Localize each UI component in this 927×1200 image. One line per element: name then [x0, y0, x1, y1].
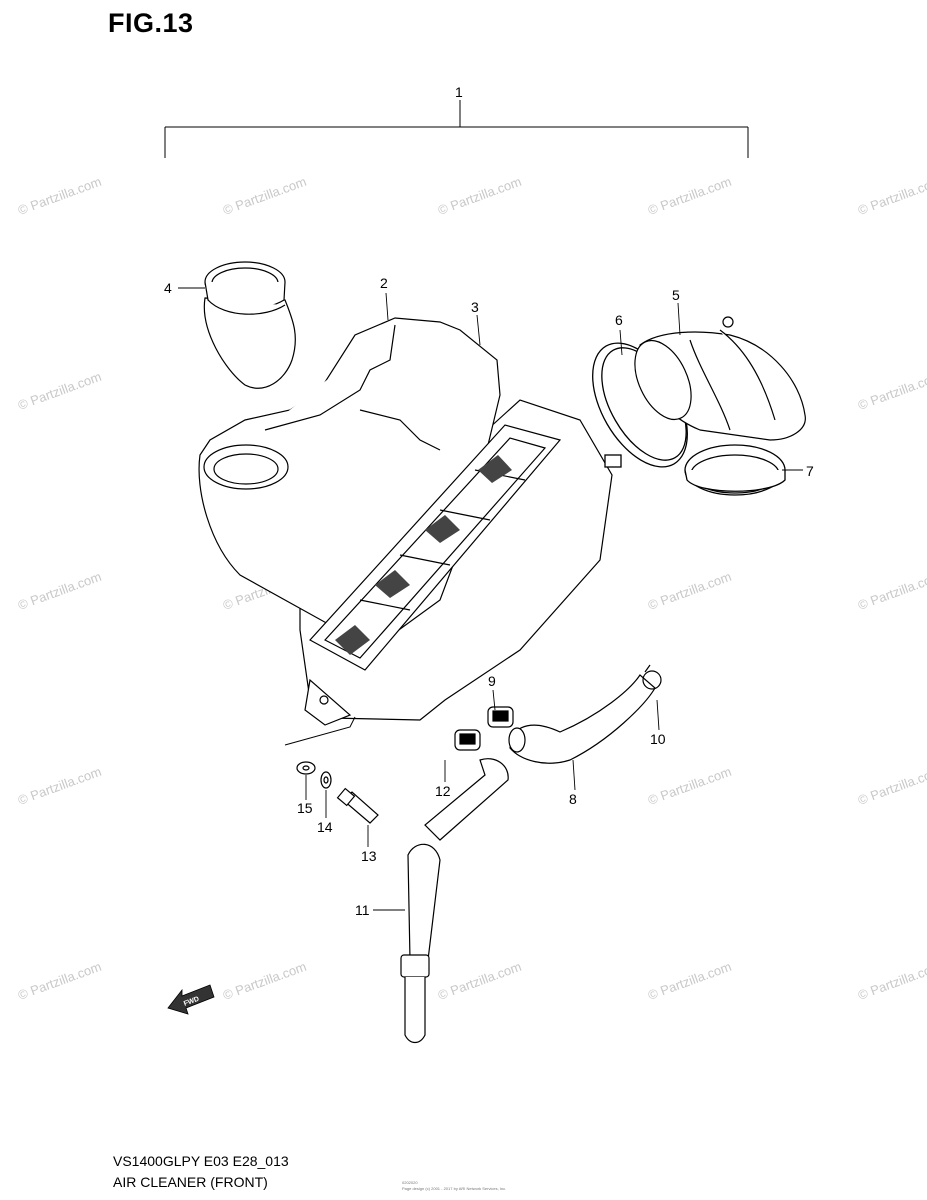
washer-part-15 [296, 761, 316, 775]
intake-duct-part-5 [634, 316, 806, 441]
callout-2: 2 [380, 275, 388, 291]
clamp-part-9 [487, 706, 514, 728]
watermark: © Partzilla.com [436, 174, 523, 218]
watermark: © Partzilla.com [856, 959, 927, 1003]
intake-funnel-part-4 [203, 261, 296, 389]
watermark: © Partzilla.com [856, 369, 927, 413]
watermark: © Partzilla.com [221, 959, 308, 1003]
copyright-notice: Page design (c) 2001 - 2017 by ARI Netwo… [402, 1186, 507, 1191]
callout-3: 3 [471, 299, 479, 315]
watermark: © Partzilla.com [16, 369, 103, 413]
watermark: © Partzilla.com [646, 959, 733, 1003]
assembly-bracket [164, 100, 749, 158]
callout-10: 10 [650, 731, 666, 747]
callout-1: 1 [455, 84, 463, 100]
watermark: © Partzilla.com [16, 569, 103, 613]
clip-part-10 [642, 664, 662, 690]
callout-6: 6 [615, 312, 623, 328]
watermark: © Partzilla.com [646, 174, 733, 218]
watermark: © Partzilla.com [221, 174, 308, 218]
callout-11: 11 [355, 902, 370, 918]
clamp-part-7 [684, 444, 786, 496]
fwd-arrow-icon: FWD [167, 984, 215, 1015]
figure-title: FIG.13 [108, 8, 194, 38]
watermark: © Partzilla.com [646, 569, 733, 613]
watermark: © Partzilla.com [16, 764, 103, 808]
callout-9: 9 [488, 673, 496, 689]
callout-7: 7 [806, 463, 814, 479]
reference-line [284, 716, 356, 746]
callout-12: 12 [435, 783, 451, 799]
air-cleaner-box-part-2-3 [198, 317, 613, 726]
callout-labels: 1 2 3 4 5 6 7 8 9 10 11 12 13 14 15 [164, 84, 814, 918]
model-code: VS1400GLPY E03 E28_013 [113, 1153, 289, 1169]
page-id: 0202020 [402, 1180, 418, 1185]
bolt-part-13 [336, 787, 379, 824]
washer-part-14 [320, 771, 332, 789]
hose-part-11 [400, 758, 509, 1044]
watermark: © Partzilla.com [856, 569, 927, 613]
watermark: © Partzilla.com [436, 959, 523, 1003]
callout-8: 8 [569, 791, 577, 807]
callout-14: 14 [317, 819, 333, 835]
clamp-part-12 [454, 729, 481, 751]
callout-5: 5 [672, 287, 680, 303]
hose-part-8 [508, 674, 656, 764]
watermark: © Partzilla.com [856, 174, 927, 218]
callout-13: 13 [361, 848, 377, 864]
figure-caption: AIR CLEANER (FRONT) [113, 1174, 268, 1190]
watermark: © Partzilla.com [16, 959, 103, 1003]
watermark: © Partzilla.com [646, 764, 733, 808]
leader-lines [178, 287, 803, 911]
callout-4: 4 [164, 280, 172, 296]
watermark: © Partzilla.com [856, 764, 927, 808]
callout-15: 15 [297, 800, 313, 816]
watermark: © Partzilla.com [16, 174, 103, 218]
